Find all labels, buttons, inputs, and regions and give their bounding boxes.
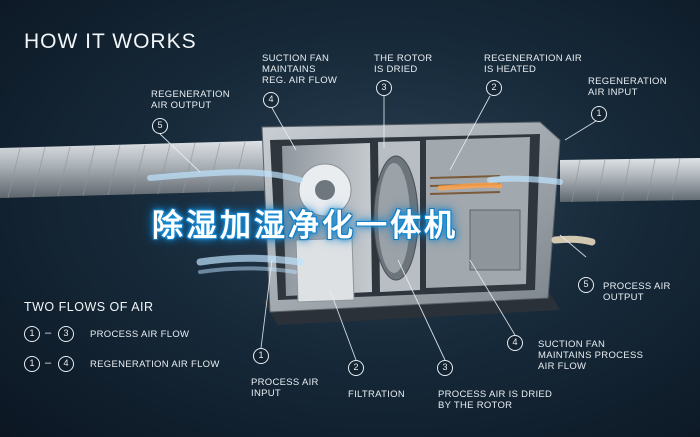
callout-label-regeneration-input: REGENERATION AIR INPUT [588,76,667,98]
callout-label-suction-fan-reg: SUCTION FAN MAINTAINS REG. AIR FLOW [262,53,338,86]
callout-number-3-top: 3 [376,80,392,96]
callout-number-2-top: 2 [486,80,502,96]
legend-dash: – [45,357,52,369]
callout-label-process-air-output: PROCESS AIR OUTPUT [603,281,671,303]
callout-label-regeneration-air-output: REGENERATION AIR OUTPUT [151,89,230,111]
callout-label-process-air-input: PROCESS AIR INPUT [251,377,319,399]
legend-label: PROCESS AIR FLOW [90,329,190,340]
callout-number-2-bottom: 2 [348,360,364,376]
legend-to-circle: 3 [58,326,74,342]
callout-label-filtration: FILTRATION [348,389,406,400]
flows-legend-title: TWO FLOWS OF AIR [24,300,154,314]
callout-label-regeneration-heated: REGENERATION AIR IS HEATED [484,53,583,75]
legend-dash: – [45,327,52,339]
legend-to-circle: 4 [58,356,74,372]
right-duct [560,157,700,203]
callout-number-5-right: 5 [578,277,594,293]
airflow-arrows [147,169,596,274]
legend-from-circle: 1 [24,326,40,342]
callout-number-4-bottom: 4 [507,335,523,351]
callout-number-1-bottom: 1 [253,348,269,364]
callout-label-process-dried: PROCESS AIR IS DRIED BY THE ROTOR [438,389,553,411]
cabinet [261,121,561,313]
legend-label: REGENERATION AIR FLOW [90,359,220,370]
callout-number-4-top: 4 [263,92,279,108]
left-duct [0,140,290,199]
callout-number-1-top: 1 [591,106,607,122]
callout-label-suction-fan-process: SUCTION FAN MAINTAINS PROCESS AIR FLOW [538,339,644,372]
callout-label-rotor-dried: THE ROTOR IS DRIED [374,53,433,75]
legend-from-circle: 1 [24,356,40,372]
page-title: HOW IT WORKS [24,30,197,53]
callout-number-5-top: 5 [152,118,168,134]
callout-number-3-bottom: 3 [437,360,453,376]
chinese-banner-text: 除湿加湿净化一体机 [152,208,458,244]
callout-leaders [159,95,597,361]
